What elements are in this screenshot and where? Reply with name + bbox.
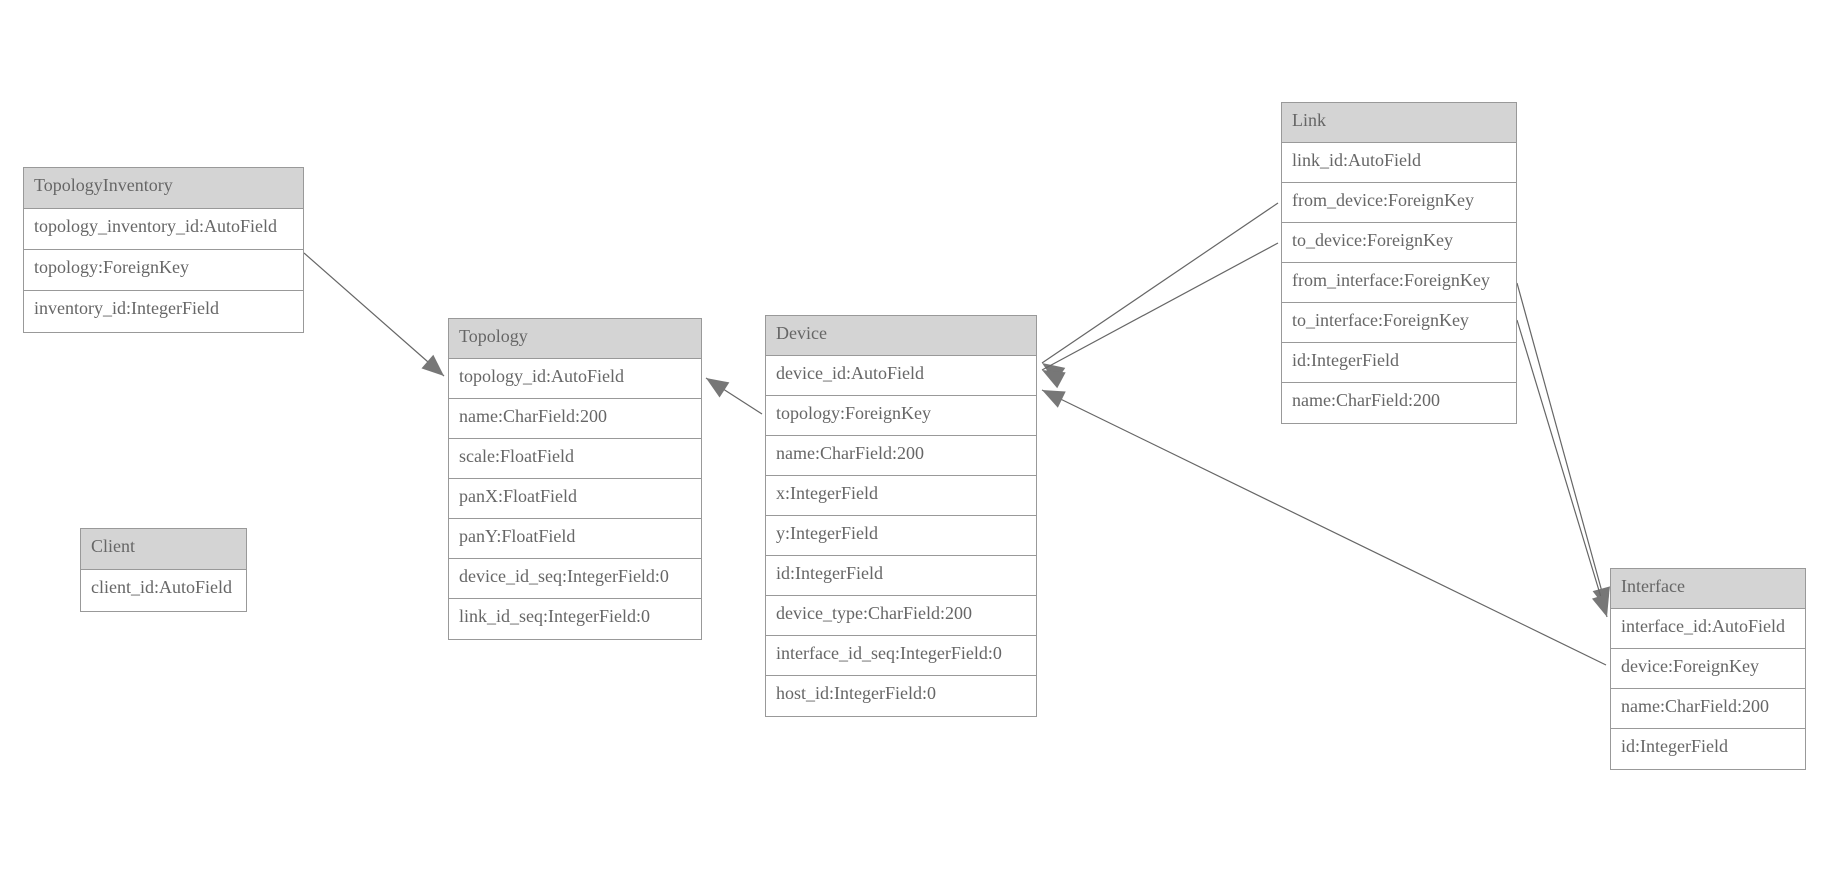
relationship-arrowhead-icon (1591, 593, 1610, 617)
relationship-arrowhead-icon (1042, 370, 1066, 389)
entity-field-topology-1[interactable]: name:CharField:200 (449, 399, 701, 439)
entity-field-topology-inventory-0[interactable]: topology_inventory_id:AutoField (24, 209, 303, 250)
entity-field-device-2[interactable]: name:CharField:200 (766, 436, 1036, 476)
entity-header-link: Link (1282, 103, 1516, 143)
entity-field-interface-0[interactable]: interface_id:AutoField (1611, 609, 1805, 649)
relationship-arrowhead-icon (1042, 363, 1066, 383)
relationship-rel-link-from-device (1041, 202, 1279, 383)
entity-header-interface: Interface (1611, 569, 1805, 609)
relationship-rel-link-from-interface (1516, 282, 1610, 611)
entity-field-link-2[interactable]: to_device:ForeignKey (1282, 223, 1516, 263)
relationship-rel-link-to-device (1041, 242, 1279, 389)
entity-field-topology-inventory-2[interactable]: inventory_id:IntegerField (24, 291, 303, 332)
entity-field-device-7[interactable]: interface_id_seq:IntegerField:0 (766, 636, 1036, 676)
entity-header-client: Client (81, 529, 246, 570)
entity-field-device-6[interactable]: device_type:CharField:200 (766, 596, 1036, 636)
relationship-line (1516, 282, 1608, 611)
entity-field-interface-3[interactable]: id:IntegerField (1611, 729, 1805, 769)
entity-field-link-0[interactable]: link_id:AutoField (1282, 143, 1516, 183)
relationship-line (1041, 202, 1279, 364)
entity-header-topology-inventory: TopologyInventory (24, 168, 303, 209)
entity-field-topology-3[interactable]: panX:FloatField (449, 479, 701, 519)
relationship-line (1041, 389, 1607, 666)
entity-field-interface-1[interactable]: device:ForeignKey (1611, 649, 1805, 689)
entity-header-topology: Topology (449, 319, 701, 359)
relationship-arrowhead-icon (1592, 586, 1610, 610)
entity-field-topology-5[interactable]: device_id_seq:IntegerField:0 (449, 559, 701, 599)
relationship-rel-interface-device (1041, 389, 1607, 666)
entity-field-topology-4[interactable]: panY:FloatField (449, 519, 701, 559)
relationship-arrowhead-icon (421, 354, 444, 376)
relationship-rel-topologyinventory-topology (303, 252, 445, 377)
entity-field-topology-6[interactable]: link_id_seq:IntegerField:0 (449, 599, 701, 639)
relationship-rel-device-topology (705, 377, 763, 415)
entity-field-device-5[interactable]: id:IntegerField (766, 556, 1036, 596)
entity-field-device-0[interactable]: device_id:AutoField (766, 356, 1036, 396)
entity-field-interface-2[interactable]: name:CharField:200 (1611, 689, 1805, 729)
entity-field-topology-0[interactable]: topology_id:AutoField (449, 359, 701, 399)
relationship-line (705, 377, 763, 415)
entity-field-device-1[interactable]: topology:ForeignKey (766, 396, 1036, 436)
entity-field-link-5[interactable]: id:IntegerField (1282, 343, 1516, 383)
relationship-line (1041, 242, 1279, 371)
relationship-rel-link-to-interface (1516, 319, 1610, 618)
relationship-line (303, 252, 445, 377)
entity-field-device-8[interactable]: host_id:IntegerField:0 (766, 676, 1036, 716)
entity-field-client-0[interactable]: client_id:AutoField (81, 570, 246, 611)
entity-field-link-3[interactable]: from_interface:ForeignKey (1282, 263, 1516, 303)
entity-field-link-1[interactable]: from_device:ForeignKey (1282, 183, 1516, 223)
entity-field-device-4[interactable]: y:IntegerField (766, 516, 1036, 556)
relationship-arrowhead-icon (1042, 390, 1066, 408)
entity-field-link-6[interactable]: name:CharField:200 (1282, 383, 1516, 423)
relationship-arrowhead-icon (706, 378, 730, 398)
entity-field-link-4[interactable]: to_interface:ForeignKey (1282, 303, 1516, 343)
entity-field-topology-inventory-1[interactable]: topology:ForeignKey (24, 250, 303, 291)
entity-header-device: Device (766, 316, 1036, 356)
entity-field-device-3[interactable]: x:IntegerField (766, 476, 1036, 516)
relationship-line (1516, 319, 1608, 618)
entity-field-topology-2[interactable]: scale:FloatField (449, 439, 701, 479)
